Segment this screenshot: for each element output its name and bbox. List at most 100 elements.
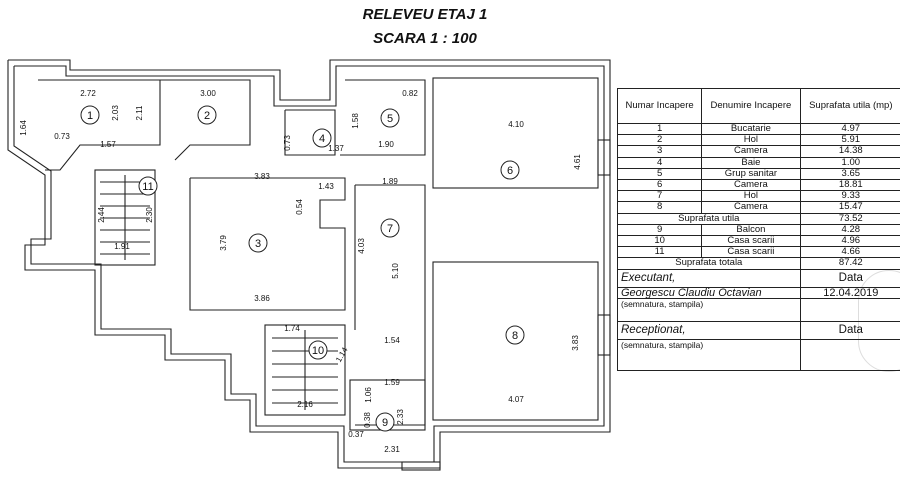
cell-nr: 11 [616,246,703,259]
cell-nr: 2 [616,134,703,147]
cell-area: 18.81 [799,179,900,192]
cell-nr: 6 [616,179,703,192]
dimension-label: 4.07 [508,395,524,404]
dimension-label: 0.82 [402,89,418,98]
total-value: 87.42 [799,257,900,270]
svg-text:9: 9 [382,417,388,429]
dimension-label: 0.73 [54,132,70,141]
dimension-label: 0.38 [363,412,372,428]
executant-date: 12.04.2019 [799,286,900,299]
executant-label: Executant, [617,268,801,288]
total-label: Suprafata totala [617,257,801,270]
cell-name: Balcon [701,223,801,237]
cell-area: 3.65 [799,167,900,181]
cell-name: Grup sanitar [701,167,801,181]
dimension-label: 2.03 [111,105,120,121]
room-number-11: 11 [138,176,158,196]
header-name: Denumire Incapere [701,88,801,124]
dimension-label: 2.11 [135,105,144,121]
cell-area: 1.00 [799,156,900,169]
dimension-label: 2.72 [80,89,96,98]
plan-title: RELEVEU ETAJ 1 [362,6,488,23]
svg-text:7: 7 [387,223,393,235]
rooms-table: Numar Incapere Denumire Incapere Suprafa… [616,88,900,371]
cell-name: Camera [701,145,801,158]
dimension-label: 1.89 [382,177,398,186]
svg-text:2: 2 [204,110,210,122]
svg-text:1: 1 [87,110,93,122]
cell-area: 4.97 [799,122,900,136]
signature-note-2: (semnatura, stampila) [617,338,801,371]
svg-text:8: 8 [512,330,518,342]
dimension-label: 1.43 [318,182,334,191]
cell-area: 14.38 [799,145,900,158]
dimension-label: 1.91 [114,242,130,251]
room-number-1: 1 [80,105,100,125]
cell-area: 4.28 [799,223,900,237]
cell-nr: 4 [616,156,703,169]
dimension-label: 1.58 [351,113,360,129]
svg-text:4: 4 [319,133,325,145]
cell-nr: 10 [616,235,703,248]
room-number-9: 9 [375,412,395,432]
cell-nr: 1 [616,122,703,136]
dimension-label: 1.06 [364,387,373,403]
dimension-label: 3.86 [254,294,270,303]
plan-scale: SCARA 1 : 100 [373,30,477,47]
cell-area: 15.47 [799,201,900,214]
cell-name: Baie [701,156,801,169]
dimension-label: 2.30 [145,207,154,223]
header-nr: Numar Incapere [616,88,703,124]
cell-name: Hol [701,190,801,203]
dimension-label: 1.59 [384,378,400,387]
svg-text:3: 3 [255,238,261,250]
svg-text:10: 10 [312,345,324,357]
dimension-label: 1.90 [378,140,394,149]
cell-area: 4.96 [799,235,900,248]
room-number-3: 3 [248,233,268,253]
header-area: Suprafata utila (mp) [799,88,900,124]
dimension-label: 2.33 [396,409,405,425]
dimension-label: 4.10 [508,120,524,129]
room-number-10: 10 [308,340,328,360]
svg-text:6: 6 [507,165,513,177]
cell-nr: 7 [616,190,703,203]
dimension-label: 3.79 [219,235,228,251]
svg-text:5: 5 [387,113,393,125]
cell-area: 9.33 [799,190,900,203]
signature-note: (semnatura, stampila) [617,297,801,322]
room-number-5: 5 [380,108,400,128]
dimension-label: 0.73 [283,135,292,151]
dimension-label: 2.16 [297,400,313,409]
cell-name: Camera [701,201,801,214]
cell-nr: 5 [616,167,703,181]
dimension-label: 1.37 [328,144,344,153]
cell-nr: 8 [616,201,703,214]
dimension-label: 1.74 [284,324,300,333]
executant-name: Georgescu Claudiu Octavian [617,286,801,299]
dimension-label: 2.44 [97,207,106,223]
cell-name: Casa scarii [701,246,801,259]
cell-name: Casa scarii [701,235,801,248]
cell-name: Bucatarie [701,122,801,136]
cell-name: Hol [701,134,801,147]
dimension-label: 5.10 [391,263,400,279]
dimension-label: 1.57 [100,140,116,149]
dimension-label: 1.54 [384,336,400,345]
cell-nr: 3 [616,145,703,158]
room-number-8: 8 [505,325,525,345]
dimension-label: 1.64 [19,120,28,136]
receptionat-label: Receptionat, [617,320,801,340]
dimension-label: 2.31 [384,445,400,454]
svg-text:11: 11 [142,181,153,193]
